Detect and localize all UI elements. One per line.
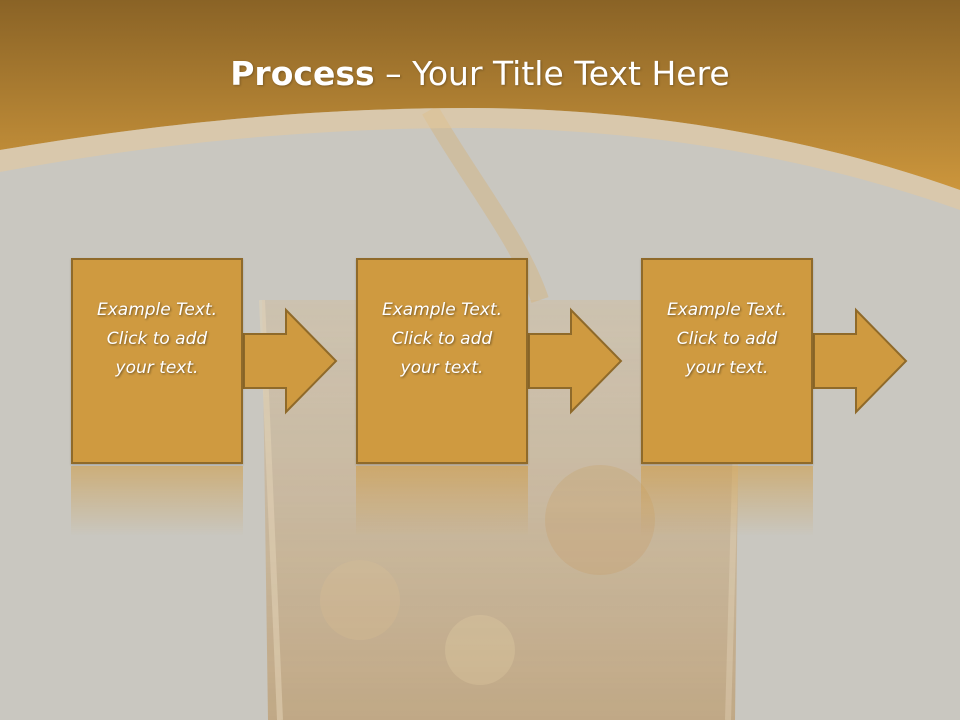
step-text-1: Example Text. Click to add your text. [96, 299, 218, 378]
slide-title: Process – Your Title Text Here [0, 52, 960, 96]
step-box-3[interactable]: Example Text. Click to add your text. [641, 258, 813, 464]
title-bold: Process [230, 54, 375, 93]
step-reflection-3 [641, 466, 813, 536]
title-rest: – Your Title Text Here [374, 54, 730, 93]
step-text-2: Example Text. Click to add your text. [381, 299, 503, 378]
arrow-3 [813, 307, 908, 415]
arrow-1 [243, 307, 338, 415]
banner-highlight [0, 108, 960, 210]
step-box-1[interactable]: Example Text. Click to add your text. [71, 258, 243, 464]
title-banner [0, 0, 960, 190]
step-reflection-1 [71, 466, 243, 536]
step-text-3: Example Text. Click to add your text. [666, 299, 788, 378]
arrow-2 [528, 307, 623, 415]
step-box-2[interactable]: Example Text. Click to add your text. [356, 258, 528, 464]
step-reflection-2 [356, 466, 528, 536]
